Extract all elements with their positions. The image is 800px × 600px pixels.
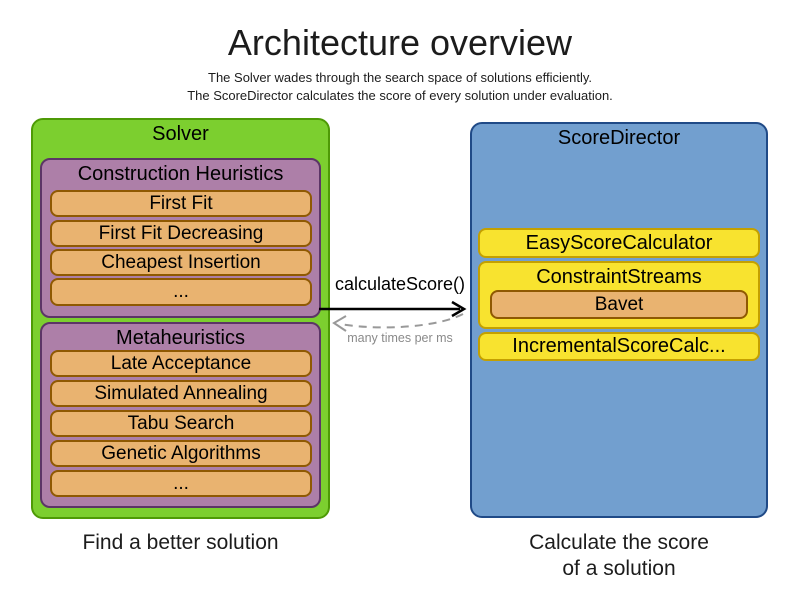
algorithm-item-genetic-algorithms: Genetic Algorithms	[50, 440, 312, 467]
solver-caption: Find a better solution	[82, 531, 279, 554]
return-frequency-label: many times per ms	[347, 331, 453, 345]
bavet-box: Bavet	[490, 290, 748, 319]
construction-heuristics-title: Construction Heuristics	[77, 163, 284, 185]
call-arrow	[319, 300, 467, 318]
algorithm-item-simulated-annealing: Simulated Annealing	[50, 380, 312, 407]
algorithm-item-first-fit-decreasing: First Fit Decreasing	[50, 220, 312, 247]
score-director-title: ScoreDirector	[557, 127, 681, 149]
algorithm-item-cheapest-insertion: Cheapest Insertion	[50, 249, 312, 276]
call-label: calculateScore()	[334, 274, 466, 294]
score-director-caption: Calculate the score of a solution	[529, 531, 709, 580]
algorithm-item-ellipsis: ...	[50, 470, 312, 497]
easy-score-calculator-box: EasyScoreCalculator	[478, 228, 760, 258]
solver-title: Solver	[152, 123, 209, 145]
return-arrow	[332, 313, 464, 332]
subtitle-line-1: The Solver wades through the search spac…	[208, 70, 592, 85]
metaheuristics-title: Metaheuristics	[116, 327, 245, 349]
subtitle-line-2: The ScoreDirector calculates the score o…	[187, 88, 613, 103]
algorithm-item-late-acceptance: Late Acceptance	[50, 350, 312, 377]
algorithm-item-tabu-search: Tabu Search	[50, 410, 312, 437]
algorithm-item-ellipsis: ...	[50, 278, 312, 306]
incremental-score-calculator-box: IncrementalScoreCalc...	[478, 332, 760, 361]
page-title: Architecture overview	[227, 22, 573, 63]
constraint-streams-label: ConstraintStreams	[536, 266, 702, 288]
algorithm-item-first-fit: First Fit	[50, 190, 312, 217]
